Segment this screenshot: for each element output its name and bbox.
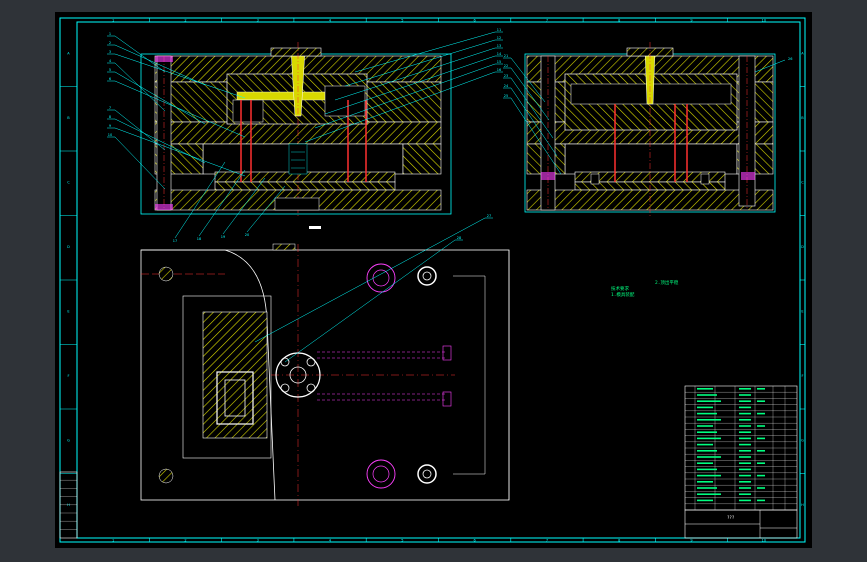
border-number-top: 4	[329, 19, 332, 23]
border-letter-left: G	[67, 438, 70, 442]
part-balloon: 6	[109, 77, 111, 81]
part-balloon: 22	[504, 64, 508, 68]
border-number-top: 7	[546, 19, 548, 23]
part-balloon: 3	[109, 50, 111, 54]
tech-note-2: 2.顶出平稳	[655, 279, 679, 286]
border-number-bottom: 4	[329, 539, 332, 543]
tech-note-title: 技术要求	[611, 285, 629, 292]
border-letter-right: C	[801, 180, 804, 184]
border-number-bottom: 9	[690, 539, 692, 543]
part-balloon: 5	[109, 68, 111, 72]
front-section-view	[140, 42, 452, 229]
part-balloon: 27	[487, 214, 491, 218]
border-letter-right: D	[801, 245, 804, 249]
revision-block	[59, 471, 78, 539]
border-letter-right: H	[801, 503, 804, 507]
part-balloon: 18	[197, 237, 201, 241]
parts-list-table	[684, 385, 798, 511]
part-balloon: 19	[221, 235, 225, 239]
part-balloon: 1	[109, 32, 111, 36]
part-balloon: 16	[497, 68, 501, 72]
part-balloon: 15	[497, 60, 501, 64]
part-balloon: 23	[504, 74, 508, 78]
plan-cavity-insert	[202, 311, 268, 439]
border-number-bottom: 2	[184, 539, 186, 543]
part-balloon: 12	[497, 36, 501, 40]
border-number-top: 5	[401, 19, 403, 23]
part-balloon: 10	[108, 133, 112, 137]
side-section-view	[524, 42, 776, 217]
part-balloon: 8	[109, 115, 111, 119]
border-number-top: 9	[690, 19, 692, 23]
border-number-bottom: 1	[112, 539, 114, 543]
border-number-bottom: 8	[618, 539, 620, 543]
border-number-bottom: 3	[257, 539, 259, 543]
part-balloon: 28	[457, 236, 461, 240]
border-number-top: 3	[257, 19, 259, 23]
part-balloon: 11	[497, 28, 501, 32]
border-number-top: 2	[184, 19, 186, 23]
border-number-bottom: 10	[762, 539, 766, 543]
part-balloon: 2	[109, 41, 111, 45]
border-letter-left: B	[67, 116, 70, 120]
tech-note-1: 1.模具装配	[611, 291, 635, 298]
part-balloon: 20	[245, 233, 249, 237]
border-number-bottom: 5	[401, 539, 403, 543]
border-number-bottom: 6	[474, 539, 476, 543]
part-balloon: 21	[504, 54, 508, 58]
border-number-top: 10	[762, 19, 766, 23]
part-balloon: 17	[173, 239, 177, 243]
part-balloon: 24	[504, 84, 509, 88]
plan-view-leaders: 27 28	[254, 214, 493, 363]
border-letter-left: A	[67, 51, 70, 55]
border-letter-left: F	[67, 374, 69, 378]
title-block: ???	[684, 509, 798, 539]
border-number-bottom: 7	[546, 539, 548, 543]
side-view-leaders: 21 22 23 24 25 26	[503, 54, 792, 175]
border-letter-left: E	[67, 309, 69, 313]
part-balloon: 14	[497, 52, 502, 56]
part-balloon: 26	[788, 57, 792, 61]
border-number-top: 1	[112, 19, 114, 23]
part-balloon: 25	[504, 94, 508, 98]
part-balloon: 13	[497, 44, 501, 48]
border-number-top: 6	[474, 19, 476, 23]
border-letter-right: B	[801, 116, 804, 120]
title-block-name: ???	[727, 515, 735, 520]
plan-view	[140, 243, 510, 506]
border-letter-right: F	[801, 374, 803, 378]
border-letter-right: E	[801, 309, 803, 313]
part-balloon: 9	[109, 124, 111, 128]
border-letter-right: G	[801, 438, 804, 442]
border-letter-left: D	[67, 245, 70, 249]
border-letter-left: C	[67, 180, 70, 184]
part-balloon: 4	[109, 59, 112, 63]
border-number-top: 8	[618, 19, 620, 23]
border-letter-right: A	[801, 51, 804, 55]
part-balloon: 7	[109, 106, 111, 110]
technical-notes: 技术要求 1.模具装配 2.顶出平稳	[611, 279, 679, 298]
